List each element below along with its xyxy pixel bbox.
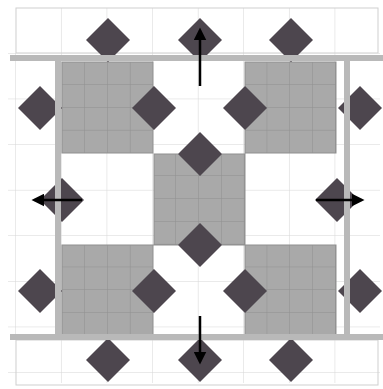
tile-pattern-canvas — [0, 0, 383, 389]
tile-pattern-svg — [0, 0, 383, 389]
